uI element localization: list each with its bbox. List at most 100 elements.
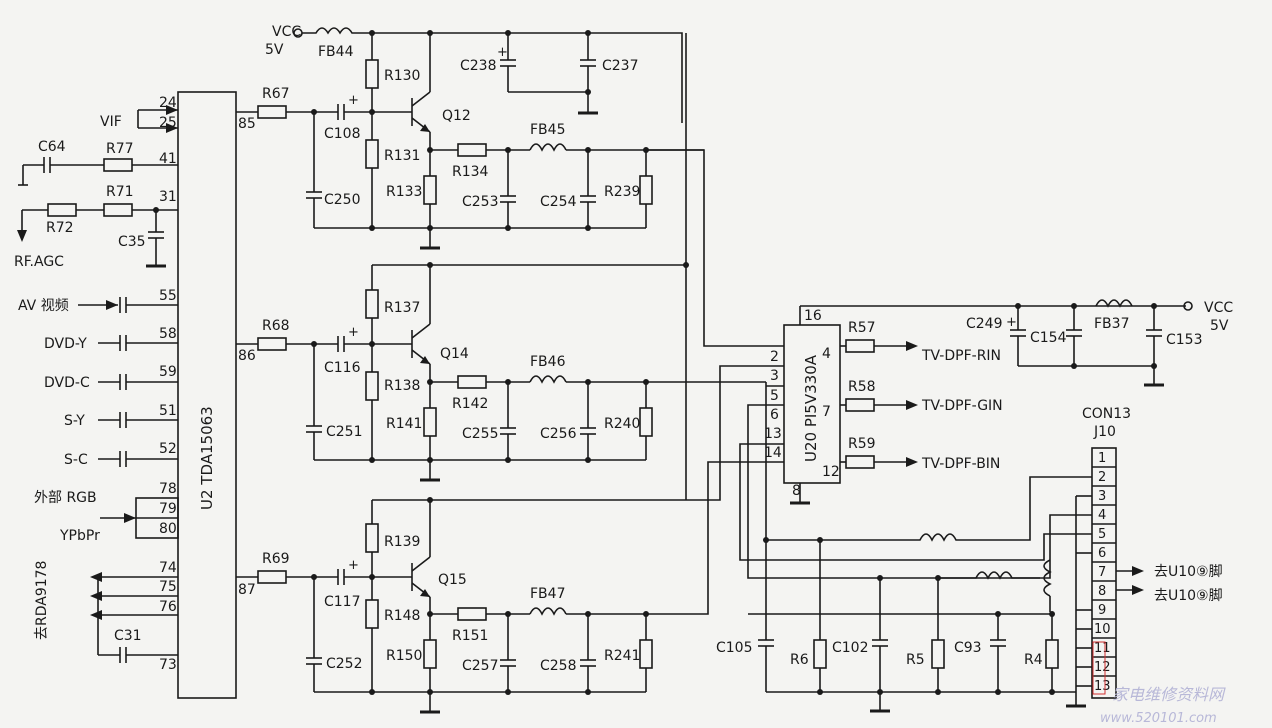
vcc-right-label: VCC [1204, 300, 1233, 316]
label-R72: R72 [46, 220, 74, 236]
u2-pin: 31 [159, 189, 177, 205]
u2-pin: 86 [238, 348, 256, 364]
u20-pin: 12 [822, 464, 840, 480]
label-C117: C117 [324, 594, 361, 610]
label-C153: C153 [1166, 332, 1203, 348]
label-R134: R134 [452, 164, 489, 180]
polarity-mark: + [348, 558, 359, 573]
label-C252: C252 [326, 656, 363, 672]
label-C31: C31 [114, 628, 142, 644]
stage-q12: VCC 5V FB44 R130 + C238 C237 R67 + [236, 24, 704, 250]
rin-label: TV-DPF-RIN [921, 348, 1001, 364]
chip-u2-label: U2 TDA15063 [198, 406, 216, 510]
label-FB46: FB46 [530, 354, 566, 370]
u20-pin: 13 [764, 426, 782, 442]
u20-pin: 6 [770, 407, 779, 423]
label-R57: R57 [848, 320, 876, 336]
u20-pin: 2 [770, 349, 779, 365]
chip-u20: U20 PI5V330A 16 2 3 4 5 6 7 13 14 12 8 [646, 149, 1186, 615]
label-C258: C258 [540, 658, 577, 674]
polarity-mark: + [1006, 315, 1017, 330]
gin-label: TV-DPF-GIN [921, 398, 1003, 414]
connector-pin: 1 [1098, 451, 1106, 466]
connector-pin: 2 [1098, 470, 1106, 485]
connector-pins [1092, 466, 1116, 677]
label-C116: C116 [324, 360, 361, 376]
stage-q14: R137 R68 + C116 C251 R138 Q14 [236, 262, 766, 482]
rda-label: 去RDA9178 [34, 561, 50, 640]
label-Q14: Q14 [440, 346, 469, 362]
u2-pin: 41 [159, 151, 177, 167]
power-filter: + C249 C154 FB37 C153 VCC 5V [966, 299, 1233, 387]
u2-pin: 59 [159, 364, 177, 380]
u20-pin: 5 [770, 388, 779, 404]
label-R69: R69 [262, 551, 290, 567]
label-C238: C238 [460, 58, 497, 74]
av-label: AV 视频 [18, 298, 69, 314]
label-C254: C254 [540, 194, 577, 210]
label-R4: R4 [1024, 652, 1043, 668]
label-R137: R137 [384, 300, 420, 316]
connector-name: CON13 [1082, 406, 1131, 422]
u20-outputs: R57 TV-DPF-RIN R58 TV-DPF-GIN R59 TV-DPF… [840, 320, 1003, 472]
ext-rgb-label: 外部 RGB [34, 490, 97, 506]
u2-pin: 79 [159, 501, 177, 517]
connector-pin: 7 [1098, 565, 1106, 580]
u20-pin: 4 [822, 346, 831, 362]
u20-pin: 7 [822, 404, 831, 420]
connector-pin: 11 [1094, 641, 1111, 656]
u2-pin: 80 [159, 521, 177, 537]
watermark-url: www.520101.com [1100, 711, 1217, 726]
label-C257: C257 [462, 658, 499, 674]
label-FB44: FB44 [318, 44, 354, 60]
label-R58: R58 [848, 379, 876, 395]
label-C256: C256 [540, 426, 577, 442]
connector-pin: 8 [1098, 584, 1106, 599]
label-Q15: Q15 [438, 572, 467, 588]
label-R241: R241 [604, 648, 640, 664]
u2-pin: 58 [159, 326, 177, 342]
bin-label: TV-DPF-BIN [921, 456, 1000, 472]
dvd-y-label: DVD-Y [44, 336, 87, 352]
label-FB47: FB47 [530, 586, 565, 602]
label-C255: C255 [462, 426, 499, 442]
connector-pin: 9 [1098, 603, 1106, 618]
out8-label: 去U10⑨脚 [1154, 588, 1223, 604]
u2-pin: 75 [159, 579, 177, 595]
u20-pin: 3 [770, 368, 779, 384]
polarity-mark: + [348, 93, 359, 108]
label-R141: R141 [386, 416, 422, 432]
label-C64: C64 [38, 139, 66, 155]
chip-u2: U2 TDA15063 [177, 91, 237, 699]
stage-q15: R139 R69 + C117 C252 R148 Q15 [236, 497, 704, 714]
label-C253: C253 [462, 194, 499, 210]
v5-right-label: 5V [1210, 318, 1229, 334]
u2-pin: 51 [159, 403, 177, 419]
dvd-c-label: DVD-C [44, 375, 90, 391]
polarity-mark: + [497, 45, 508, 60]
s-y-label: S-Y [64, 413, 85, 429]
label-R239: R239 [604, 184, 640, 200]
u2-pin: 74 [159, 560, 177, 576]
u20-pin: 16 [804, 308, 822, 324]
label-R148: R148 [384, 608, 420, 624]
label-R5: R5 [906, 652, 925, 668]
u2-pin: 24 [159, 95, 177, 111]
label-R68: R68 [262, 318, 290, 334]
label-R6: R6 [790, 652, 809, 668]
label-C154: C154 [1030, 330, 1067, 346]
vcc-top-label: VCC [272, 24, 301, 40]
connector-pin: 5 [1098, 527, 1106, 542]
j10-filters: C105 R6 C102 R5 C93 R4 [716, 476, 1092, 713]
label-R59: R59 [848, 436, 876, 452]
v5-top-label: 5V [265, 42, 284, 58]
vif-label: VIF [100, 114, 122, 130]
connector-j10: CON13 J10 1 2 3 4 5 6 7 8 9 10 11 12 13 [1066, 406, 1223, 708]
u2-pin: 87 [238, 582, 256, 598]
u2-pin: 73 [159, 657, 177, 673]
connector-pin: 6 [1098, 546, 1106, 561]
label-C251: C251 [326, 424, 363, 440]
label-C237: C237 [602, 58, 639, 74]
label-C249: C249 [966, 316, 1003, 332]
